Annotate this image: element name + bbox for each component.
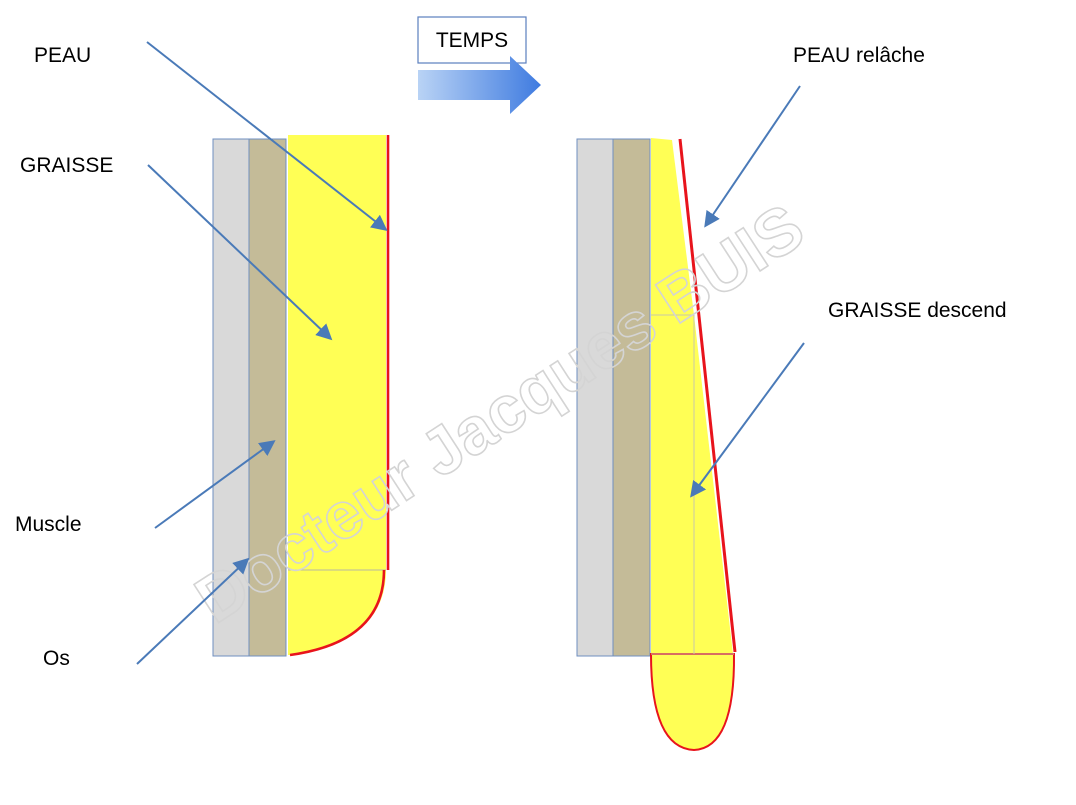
label-os: Os xyxy=(43,647,70,670)
left-muscle-layer xyxy=(248,138,287,657)
right-fat-upper xyxy=(651,138,694,315)
right-fat-drop xyxy=(649,653,736,752)
time-indicator: TEMPS xyxy=(417,16,541,114)
arrow-peau-relache xyxy=(704,85,801,228)
arrow-os xyxy=(136,557,250,665)
time-label: TEMPS xyxy=(436,29,508,52)
right-fat-lower xyxy=(651,315,733,654)
arrow-peau xyxy=(146,41,388,231)
label-peau: PEAU xyxy=(34,44,91,67)
label-graisse-descend: GRAISSE descend xyxy=(828,299,1007,322)
left-fat-layer xyxy=(288,135,386,655)
right-muscle-layer xyxy=(612,138,651,657)
right-arrow-icon xyxy=(418,56,541,114)
left-skin-curve xyxy=(289,569,386,657)
left-section xyxy=(212,135,390,657)
arrow-muscle xyxy=(154,440,276,529)
right-section xyxy=(576,138,737,752)
label-muscle: Muscle xyxy=(15,513,82,536)
right-bone-layer xyxy=(576,138,614,657)
arrow-graisse xyxy=(147,164,333,341)
time-label-box xyxy=(417,16,527,64)
label-graisse: GRAISSE xyxy=(20,154,113,177)
label-peau-relache: PEAU relâche xyxy=(793,44,925,67)
arrow-graisse-descend xyxy=(690,342,805,498)
right-skin-line xyxy=(678,138,737,653)
